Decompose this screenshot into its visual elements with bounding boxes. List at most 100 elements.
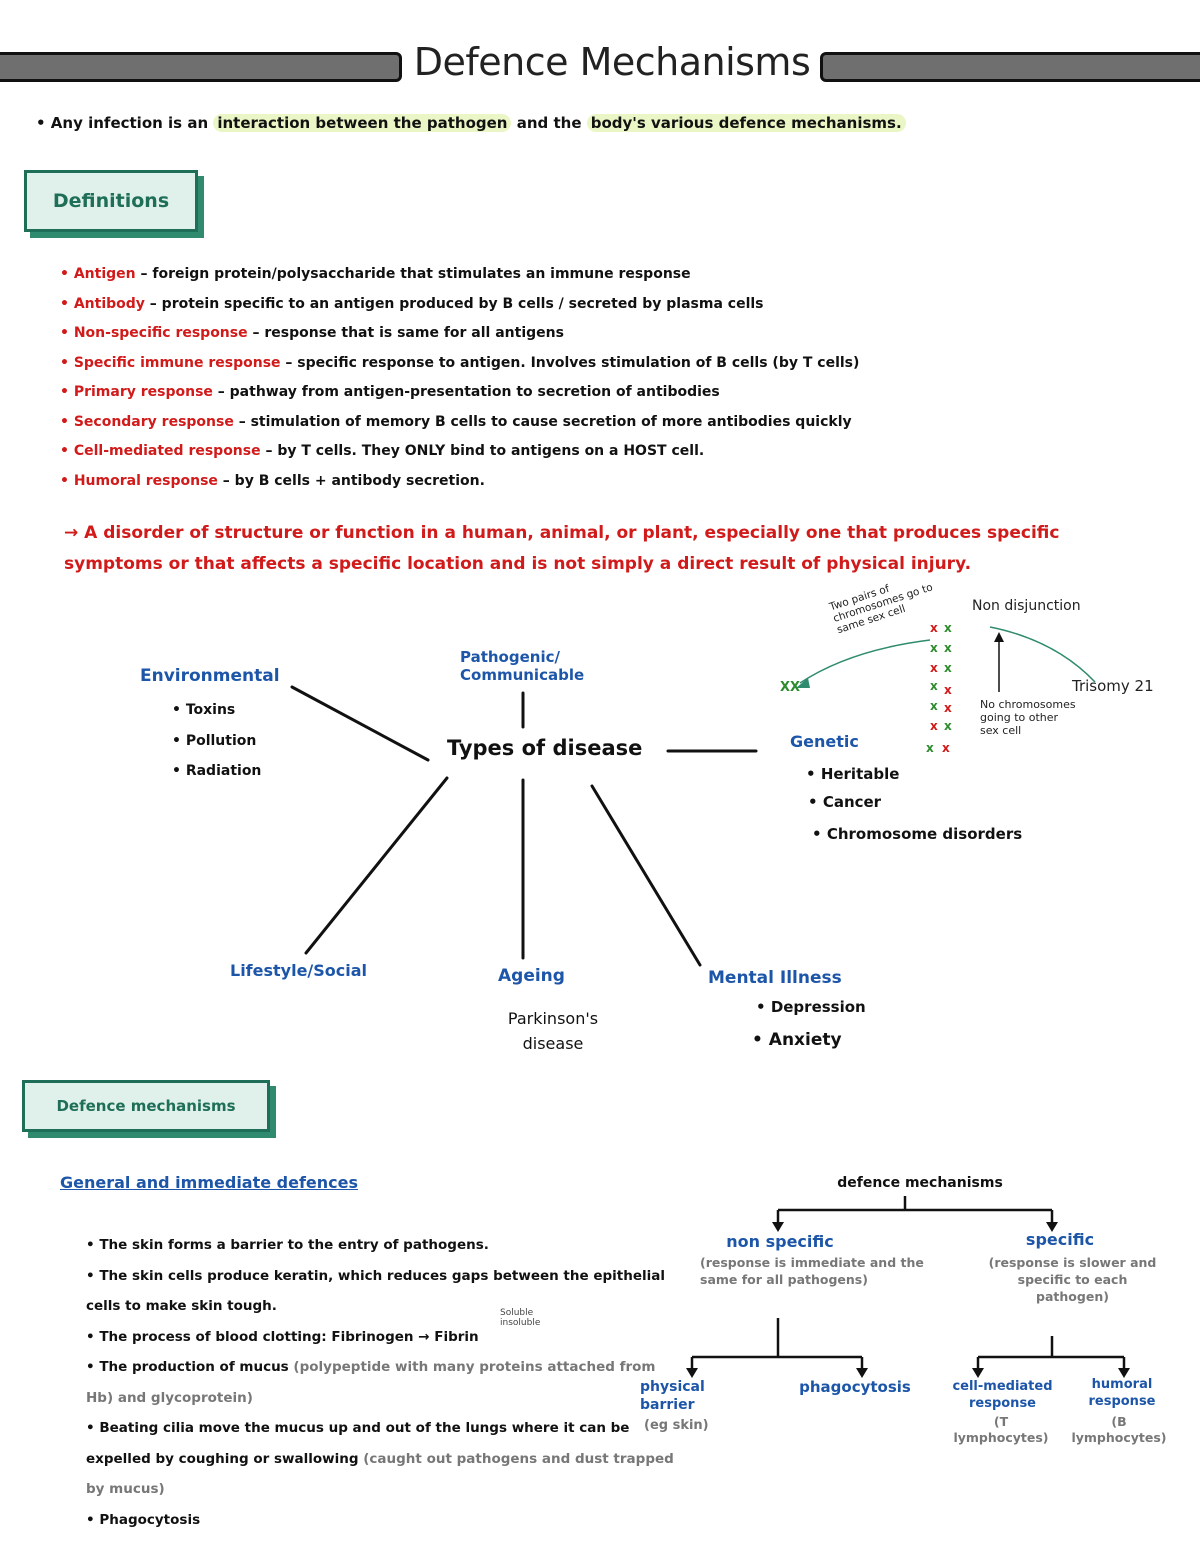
note-nondisjunction: Non disjunction: [972, 598, 1081, 614]
svg-text:x: x: [930, 719, 938, 733]
tree-cellmediated-note: (T lymphocytes): [953, 1414, 1049, 1445]
line-lifestyle: [304, 776, 449, 955]
definitions-list: Antigen – foreign protein/polysaccharide…: [60, 260, 1170, 496]
svg-text:x: x: [930, 661, 938, 675]
tree-physical-note: (eg skin): [644, 1418, 709, 1433]
svg-text:x: x: [944, 719, 952, 733]
genetic-label: Genetic: [790, 732, 859, 751]
svg-text:x: x: [944, 621, 952, 635]
definition-term: Antibody: [73, 295, 145, 312]
definition-item: Cell-mediated response – by T cells. The…: [60, 437, 1170, 467]
definition-item: Antigen – foreign protein/polysaccharide…: [60, 260, 1170, 290]
intro-highlight-2: body's various defence mechanisms.: [586, 114, 906, 132]
defence-item-text: • The skin forms a barrier to the entry …: [86, 1237, 489, 1253]
disease-definition: → A disorder of structure or function in…: [64, 523, 1060, 574]
svg-text:x: x: [942, 741, 950, 755]
defence-item: • The skin cells produce keratin, which …: [86, 1261, 686, 1322]
intro-text-2: and the: [511, 114, 587, 132]
svg-text:x: x: [930, 621, 938, 635]
env-item: • Radiation: [172, 763, 262, 779]
intro-line: • Any infection is an interaction betwee…: [36, 114, 1156, 132]
definitions-heading: Definitions: [24, 170, 198, 232]
env-item-text: Pollution: [185, 733, 257, 749]
general-defences-heading: General and immediate defences: [60, 1173, 359, 1192]
intro-highlight-1: interaction between the pathogen: [213, 114, 512, 132]
definition-item: Primary response – pathway from antigen-…: [60, 378, 1170, 408]
definition-text: – protein specific to an antigen produce…: [144, 295, 764, 312]
svg-text:x: x: [930, 641, 938, 655]
svg-text:x: x: [944, 701, 952, 715]
env-item: • Pollution: [172, 733, 257, 749]
definition-text: – by B cells + antibody secretion.: [217, 472, 485, 489]
environmental-label: Environmental: [140, 666, 280, 686]
definition-text: – pathway from antigen-presentation to s…: [212, 384, 720, 400]
defence-heading: Defence mechanisms: [22, 1080, 270, 1132]
env-item: • Toxins: [172, 702, 236, 718]
tree-cellmediated: cell-mediated response: [952, 1379, 1053, 1411]
definition-term: Non-specific response: [73, 325, 248, 341]
note-no-chromosomes: No chromosomes going to other sex cell: [980, 698, 1076, 737]
tree-specific: specific: [1025, 1230, 1095, 1249]
tree-humoral: humoral response: [1088, 1377, 1156, 1409]
svg-text:x: x: [944, 683, 952, 697]
tree-humoral-note: (B lymphocytes): [1071, 1414, 1167, 1445]
mental-item-text: Depression: [770, 998, 866, 1016]
general-defences-list: • The skin forms a barrier to the entry …: [86, 1230, 686, 1535]
definition-term: Cell-mediated response: [73, 443, 261, 459]
definition-item: Secondary response – stimulation of memo…: [60, 408, 1170, 438]
defence-item: • Beating cilia move the mucus up and ou…: [86, 1413, 686, 1505]
definition-term: Antigen: [73, 266, 136, 282]
intro-text-1: • Any infection is an: [36, 114, 214, 132]
defence-item-text: • The skin cells produce keratin, which …: [86, 1267, 666, 1315]
svg-text:x: x: [930, 699, 938, 713]
arrow-two-pairs: [799, 639, 931, 684]
defence-item: • The process of blood clotting: Fibrino…: [86, 1322, 686, 1353]
tree-phagocytosis: phagocytosis: [799, 1378, 911, 1396]
svg-text:x: x: [926, 741, 934, 755]
defence-item: • The skin forms a barrier to the entry …: [86, 1230, 686, 1261]
note-trisomy: Trisomy 21: [1072, 677, 1154, 695]
tree-root: defence mechanisms: [837, 1175, 1003, 1191]
gen-item: • Chromosome disorders: [812, 825, 1023, 843]
defence-item-text: • The process of blood clotting: Fibrino…: [86, 1328, 479, 1345]
arrowhead-two-pairs: [796, 678, 810, 688]
defence-item-text: • The production of mucus: [86, 1359, 294, 1375]
gen-item-text: Chromosome disorders: [826, 825, 1023, 843]
definition-text: – stimulation of memory B cells to cause…: [233, 413, 852, 430]
defence-item-note: (polypeptide with many proteins attached…: [86, 1359, 656, 1406]
definition-text: – foreign protein/polysaccharide that st…: [135, 266, 691, 282]
mental-item: • Anxiety: [752, 1030, 842, 1050]
definition-term: Specific immune response: [73, 354, 281, 371]
mindmap-center: Types of disease: [447, 736, 643, 760]
mental-item: • Depression: [756, 998, 866, 1016]
line-mental: [590, 784, 702, 967]
tree-physical: physical barrier: [640, 1379, 705, 1413]
definition-item: Antibody – protein specific to an antige…: [60, 290, 1170, 320]
mental-label: Mental Illness: [708, 968, 842, 988]
tree-nonspecific-note: (response is immediate and the same for …: [700, 1255, 924, 1287]
title-bar-right: [820, 52, 1200, 82]
definition-term: Humoral response: [73, 472, 218, 489]
definition-term: Primary response: [73, 384, 213, 400]
arrow-trisomy: [989, 626, 1096, 683]
lifestyle-label: Lifestyle/Social: [230, 961, 368, 980]
title-bar-left: [0, 52, 402, 82]
env-item-text: Radiation: [185, 763, 262, 779]
definition-item: Humoral response – by B cells + antibody…: [60, 467, 1170, 497]
ageing-item: Parkinson's disease: [507, 1009, 599, 1053]
svg-text:x: x: [944, 661, 952, 675]
note-soluble: Soluble insoluble: [500, 1308, 541, 1328]
definition-text: – by T cells. They ONLY bind to antigens…: [260, 443, 705, 459]
gen-item-text: Cancer: [822, 793, 882, 811]
line-environmental: [290, 685, 430, 762]
defence-item: • Phagocytosis: [86, 1505, 686, 1536]
mental-item-text: Anxiety: [768, 1030, 842, 1050]
definition-term: Secondary response: [73, 413, 234, 430]
defence-item-text: • Beating cilia move the mucus up and ou…: [86, 1420, 630, 1467]
gen-item-text: Heritable: [820, 765, 900, 783]
tree-nonspecific: non specific: [726, 1232, 834, 1251]
pathogenic-label: Pathogenic/ Communicable: [460, 648, 585, 684]
definition-item: Specific immune response – specific resp…: [60, 349, 1170, 379]
